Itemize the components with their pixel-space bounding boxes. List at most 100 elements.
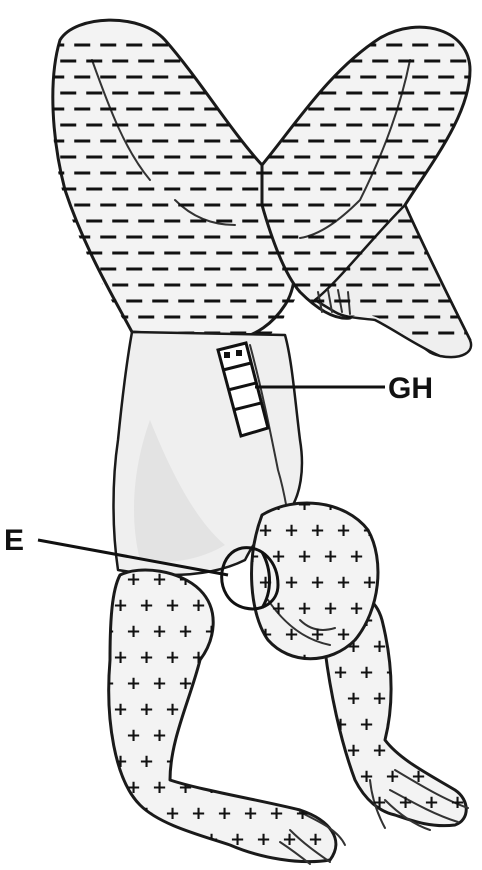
stipple-plus: +: [346, 792, 361, 813]
stipple-plus: +: [424, 688, 439, 709]
stipple-plus: +: [333, 766, 348, 787]
stipple-plus: +: [139, 595, 154, 616]
stipple-plus: +: [178, 777, 193, 798]
stipple-plus: +: [152, 673, 167, 694]
stipple-plus: +: [217, 803, 232, 824]
stipple-plus: +: [450, 688, 465, 709]
stipple-plus: +: [297, 650, 312, 671]
stipple-plus: +: [334, 777, 349, 798]
stipple-plus: +: [424, 792, 439, 813]
stipple-plus: +: [411, 662, 426, 683]
stipple-plus: +: [359, 714, 374, 735]
stipple-plus: +: [398, 636, 413, 657]
stipple-plus: +: [388, 624, 403, 645]
stipple-plus: +: [310, 520, 325, 541]
stipple-plus: +: [126, 569, 141, 590]
stipple-plus: +: [347, 803, 362, 824]
stipple-plus: +: [398, 792, 413, 813]
stipple-plus: +: [282, 725, 297, 746]
stipple-plus: +: [424, 740, 439, 761]
stipple-plus: +: [230, 569, 245, 590]
stipple-plus: +: [385, 766, 400, 787]
stipple-plus: +: [230, 725, 245, 746]
stipple-plus: +: [336, 520, 351, 541]
stipple-plus: +: [308, 777, 323, 798]
stipple-plus: +: [333, 662, 348, 683]
stipple-plus: +: [349, 598, 364, 619]
stipple-plus: +: [372, 636, 387, 657]
stipple-plus: +: [139, 647, 154, 668]
stipple-plus: +: [372, 688, 387, 709]
stipple-plus: +: [372, 740, 387, 761]
stipple-plus: +: [258, 520, 273, 541]
stipple-plus: +: [152, 621, 167, 642]
stipple-plus: +: [349, 494, 364, 515]
stipple-plus: +: [100, 777, 115, 798]
label-gh: GH: [388, 372, 433, 405]
stipple-plus: +: [308, 829, 323, 850]
stipple-plus: +: [336, 624, 351, 645]
stipple-plus: +: [463, 714, 478, 735]
stipple-plus: +: [126, 777, 141, 798]
stipple-plus: +: [284, 624, 299, 645]
stipple-plus: +: [126, 725, 141, 746]
stipple-plus: +: [139, 803, 154, 824]
stipple-plus: +: [204, 673, 219, 694]
stipple-plus: +: [346, 740, 361, 761]
stipple-plus: +: [256, 673, 271, 694]
stipple-plus: +: [126, 621, 141, 642]
stipple-plus: +: [165, 647, 180, 668]
stipple-plus: +: [320, 740, 335, 761]
stipple-plus: +: [269, 751, 284, 772]
stipple-plus: +: [243, 647, 258, 668]
stipple-plus: +: [398, 584, 413, 605]
stipple-plus: +: [411, 610, 426, 631]
stipple-plus: +: [191, 647, 206, 668]
stipple-plus: +: [217, 751, 232, 772]
stipple-plus: +: [178, 829, 193, 850]
stipple-plus: +: [152, 725, 167, 746]
stipple-plus: +: [152, 777, 167, 798]
stipple-plus: +: [256, 725, 271, 746]
stipple-plus: +: [243, 699, 258, 720]
stipple-plus: +: [297, 494, 312, 515]
stipple-plus: +: [165, 803, 180, 824]
stipple-plus: +: [308, 673, 323, 694]
stipple-plus: +: [191, 595, 206, 616]
stipple-plus: +: [310, 624, 325, 645]
stipple-plus: +: [385, 610, 400, 631]
stipple-plus: +: [282, 777, 297, 798]
stipple-plus: +: [126, 673, 141, 694]
stipple-plus: +: [113, 699, 128, 720]
stipple-plus: +: [437, 714, 452, 735]
stipple-plus: +: [308, 725, 323, 746]
stipple-plus: +: [204, 725, 219, 746]
stipple-plus: +: [362, 572, 377, 593]
stipple-plus: +: [346, 688, 361, 709]
stipple-plus: +: [411, 766, 426, 787]
stipple-plus: +: [256, 829, 271, 850]
stipple-plus: +: [398, 688, 413, 709]
stipple-plus: +: [100, 621, 115, 642]
stipple-plus: +: [191, 803, 206, 824]
stipple-plus: +: [256, 777, 271, 798]
stipple-plus: +: [100, 829, 115, 850]
stipple-plus: +: [437, 662, 452, 683]
stipple-plus: +: [450, 740, 465, 761]
stipple-plus: +: [349, 546, 364, 567]
stipple-plus: +: [165, 595, 180, 616]
stipple-plus: +: [217, 647, 232, 668]
stipple-plus: +: [217, 699, 232, 720]
stipple-plus: +: [178, 621, 193, 642]
stipple-plus: +: [310, 572, 325, 593]
stipple-plus: +: [269, 803, 284, 824]
stipple-plus: +: [463, 766, 478, 787]
stipple-plus: +: [243, 803, 258, 824]
stipple-plus: +: [375, 494, 390, 515]
stipple-plus: +: [385, 662, 400, 683]
stipple-plus: +: [424, 584, 439, 605]
stipple-plus: +: [230, 621, 245, 642]
stipple-plus: +: [321, 751, 336, 772]
stipple-plus: +: [230, 673, 245, 694]
